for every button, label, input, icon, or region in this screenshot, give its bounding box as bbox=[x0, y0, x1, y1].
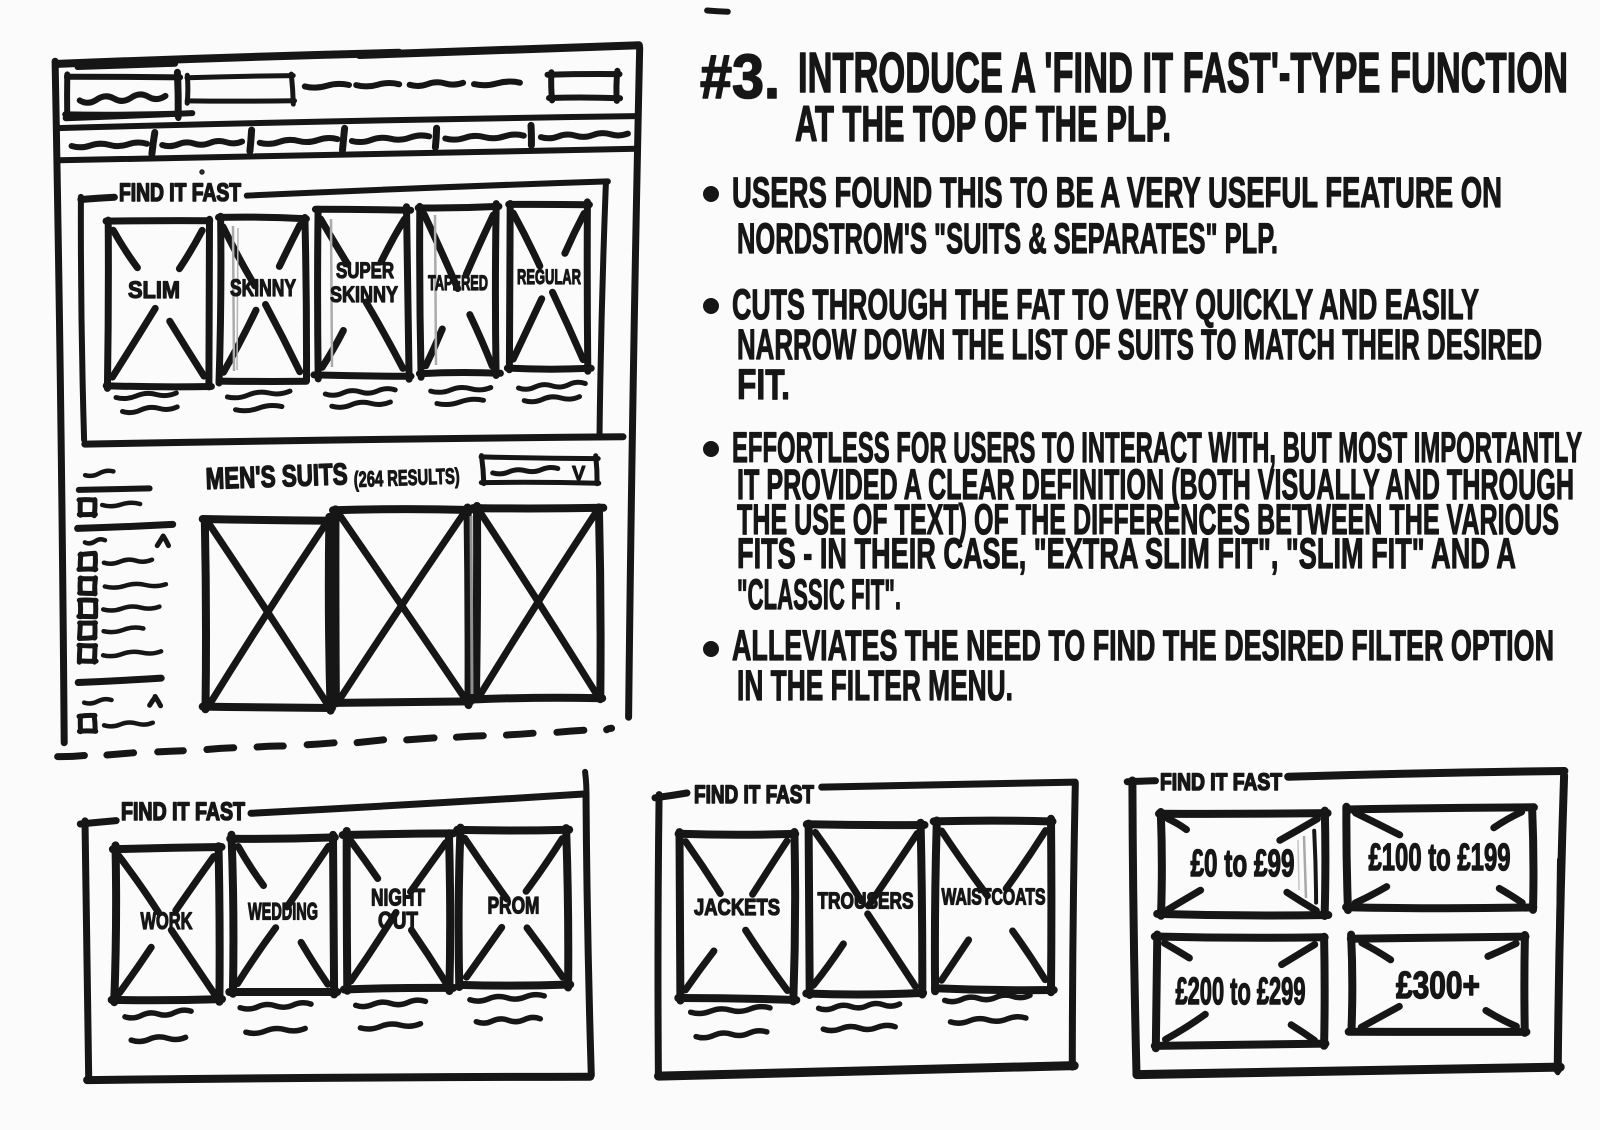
svg-text:IT PROVIDED A CLEAR DEFINITION: IT PROVIDED A CLEAR DEFINITION (BOTH VIS… bbox=[737, 461, 1574, 509]
svg-text:£200 to £299: £200 to £299 bbox=[1176, 971, 1306, 1013]
svg-text:TAPERED: TAPERED bbox=[428, 272, 488, 295]
svg-text:FIND IT FAST: FIND IT FAST bbox=[694, 781, 814, 809]
svg-text:WAISTCOATS: WAISTCOATS bbox=[942, 884, 1046, 910]
svg-text:FITS - IN THEIR CASE, "EXTRA S: FITS - IN THEIR CASE, "EXTRA SLIM FIT", … bbox=[737, 530, 1516, 578]
svg-text:AT THE TOP OF THE PLP.: AT THE TOP OF THE PLP. bbox=[795, 96, 1171, 152]
svg-text:PROM: PROM bbox=[488, 893, 540, 920]
svg-text:IN THE FILTER MENU.: IN THE FILTER MENU. bbox=[737, 662, 1013, 710]
svg-text:NARROW DOWN THE LIST OF SUITS: NARROW DOWN THE LIST OF SUITS TO MATCH T… bbox=[737, 321, 1542, 369]
svg-text:TROUSERS: TROUSERS bbox=[818, 888, 914, 914]
svg-text:FIND IT FAST: FIND IT FAST bbox=[1160, 769, 1282, 796]
svg-text:FIT.: FIT. bbox=[737, 361, 790, 409]
svg-text:NIGHT: NIGHT bbox=[371, 885, 425, 912]
svg-text:THE USE OF TEXT) OF THE DIFFER: THE USE OF TEXT) OF THE DIFFERENCES BETW… bbox=[737, 496, 1559, 544]
svg-text:WEDDING: WEDDING bbox=[248, 899, 318, 926]
svg-text:FIND IT FAST: FIND IT FAST bbox=[121, 798, 245, 826]
svg-text:£0 to £99: £0 to £99 bbox=[1191, 843, 1295, 885]
svg-text:INTRODUCE A 'FIND IT FAST'-TYP: INTRODUCE A 'FIND IT FAST'-TYPE FUNCTION bbox=[798, 41, 1568, 105]
svg-text:EFFORTLESS FOR USERS TO INTERA: EFFORTLESS FOR USERS TO INTERACT WITH, B… bbox=[732, 424, 1582, 472]
svg-text:"CLASSIC FIT".: "CLASSIC FIT". bbox=[737, 571, 901, 619]
svg-text:£300+: £300+ bbox=[1396, 965, 1480, 1007]
svg-text:£100 to £199: £100 to £199 bbox=[1369, 837, 1511, 879]
svg-text:CUTS THROUGH THE FAT TO VERY Q: CUTS THROUGH THE FAT TO VERY QUICKLY AND… bbox=[732, 281, 1479, 329]
svg-text:USERS FOUND THIS TO BE A VERY: USERS FOUND THIS TO BE A VERY USEFUL FEA… bbox=[732, 169, 1502, 217]
svg-text:SKINNY: SKINNY bbox=[330, 282, 398, 307]
svg-text:#3.: #3. bbox=[700, 43, 780, 112]
svg-text:ALLEVIATES THE NEED TO FIND TH: ALLEVIATES THE NEED TO FIND THE DESIRED … bbox=[732, 622, 1554, 670]
svg-text:SKINNY: SKINNY bbox=[230, 275, 296, 302]
svg-text:REGULAR: REGULAR bbox=[517, 266, 581, 289]
svg-text:(264 RESULTS): (264 RESULTS) bbox=[353, 463, 460, 492]
svg-text:NORDSTROM'S "SUITS & SEPARATES: NORDSTROM'S "SUITS & SEPARATES" PLP. bbox=[737, 215, 1278, 263]
svg-text:OUT: OUT bbox=[378, 908, 418, 935]
svg-text:V: V bbox=[572, 463, 586, 485]
svg-text:SLIM: SLIM bbox=[128, 277, 180, 304]
svg-text:FIND IT FAST: FIND IT FAST bbox=[119, 179, 241, 207]
svg-text:MEN'S SUITS: MEN'S SUITS bbox=[205, 458, 348, 496]
svg-text:JACKETS: JACKETS bbox=[694, 894, 780, 920]
svg-text:SUPER: SUPER bbox=[336, 258, 394, 283]
svg-text:WORK: WORK bbox=[141, 908, 193, 935]
